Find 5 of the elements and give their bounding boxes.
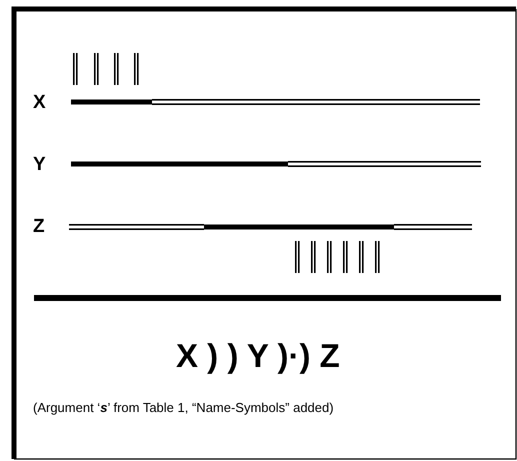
row-letter: Z <box>33 217 45 236</box>
symbolic-formula: X ) ) Y )·) Z <box>176 339 340 372</box>
row-letter: X <box>33 93 46 112</box>
figure-note: (Argument ‘s’ from Table 1, “Name-Symbols” added) <box>33 401 334 414</box>
row-letter: Y <box>33 155 46 174</box>
